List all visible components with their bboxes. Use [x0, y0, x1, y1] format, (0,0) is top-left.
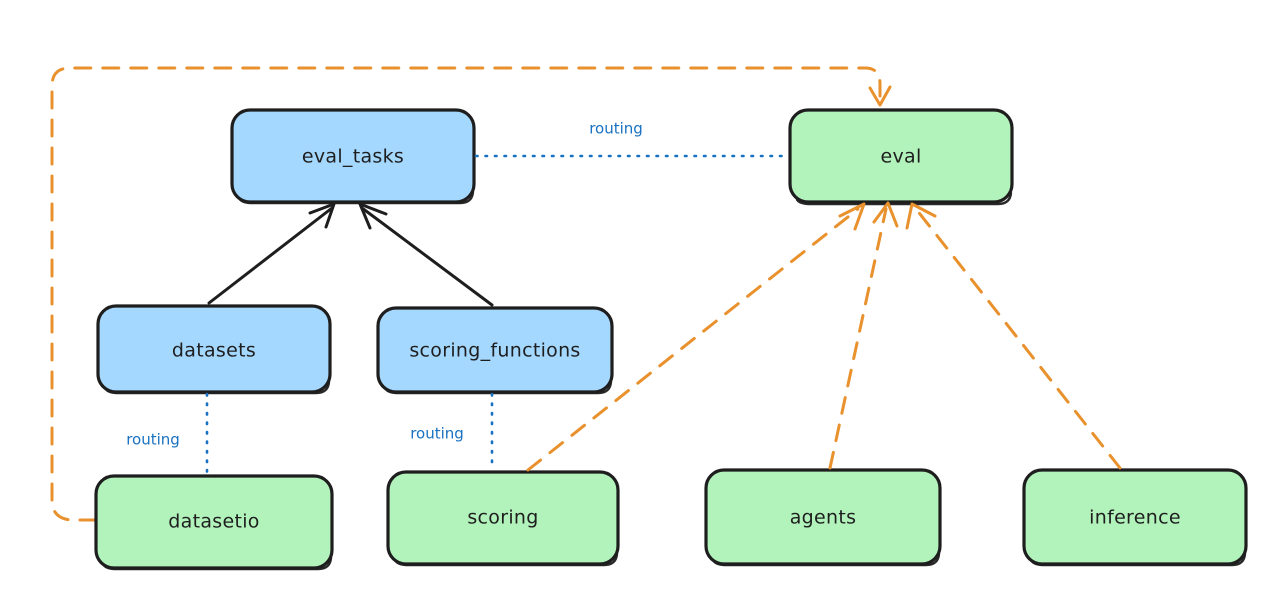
edge-scoring-to-eval [526, 202, 866, 472]
edge-datasets-to-eval-tasks [207, 202, 336, 305]
node-scoring-functions[interactable]: scoring_functions [376, 306, 614, 395]
node-eval-tasks-label: eval_tasks [302, 146, 404, 168]
edge-datasets-to-eval-tasks-path [207, 206, 334, 305]
node-datasets-box[interactable] [96, 304, 332, 394]
node-eval-label: eval [880, 146, 921, 168]
node-datasetio-label: datasetio [168, 511, 259, 533]
edge-datasetio-to-eval [50, 66, 892, 522]
node-eval[interactable]: eval [788, 108, 1014, 206]
node-agents[interactable]: agents [704, 468, 942, 567]
node-scoring-label: scoring [467, 507, 538, 529]
edge-eval-tasks-to-eval: routing [474, 120, 790, 158]
edge-inference-to-eval-path [914, 207, 1122, 470]
node-agents-box[interactable] [704, 468, 942, 566]
node-scoring-functions-box[interactable] [376, 306, 614, 394]
edge-label-routing-top: routing [589, 120, 643, 138]
node-inference[interactable]: inference [1022, 468, 1248, 567]
node-eval-tasks[interactable]: eval_tasks [230, 108, 476, 205]
node-inference-label: inference [1089, 507, 1181, 529]
edge-agents-to-eval-arrowhead [872, 201, 899, 228]
node-scoring-box[interactable] [386, 470, 620, 566]
node-scoring-functions-label: scoring_functions [409, 340, 580, 362]
edge-datasets-to-eval-tasks-arrowhead [308, 202, 336, 229]
node-eval-tasks-box[interactable] [230, 108, 476, 204]
node-datasetio[interactable]: datasetio [94, 474, 334, 571]
edge-scoring-to-eval-arrowhead [838, 202, 866, 231]
edge-scoring-functions-to-eval-tasks-arrowhead [358, 202, 388, 230]
edge-label-routing-scoringfn: routing [410, 425, 464, 443]
edge-datasetio-to-eval-path [50, 66, 882, 522]
edge-datasets-to-datasetio: routing [126, 392, 209, 476]
node-scoring[interactable]: scoring [386, 470, 620, 567]
edge-agents-to-eval-path [828, 207, 888, 470]
edge-scoring-functions-to-scoring: routing [410, 392, 494, 472]
edge-inference-to-eval-arrowhead [905, 202, 937, 230]
edge-label-routing-datasets: routing [126, 431, 180, 449]
edge-scoring-functions-to-eval-tasks-path [360, 206, 494, 307]
node-datasets[interactable]: datasets [96, 304, 332, 395]
edge-scoring-to-eval-path [526, 207, 860, 472]
edge-inference-to-eval [905, 202, 1122, 470]
edge-scoring-functions-to-eval-tasks [358, 202, 494, 307]
node-agents-label: agents [790, 507, 857, 529]
node-datasetio-box[interactable] [94, 474, 334, 570]
node-inference-box[interactable] [1022, 468, 1248, 566]
node-eval-box[interactable] [788, 108, 1014, 204]
node-datasets-label: datasets [172, 340, 256, 362]
edge-datasetio-to-eval-arrowhead [868, 85, 892, 107]
edge-agents-to-eval [828, 201, 899, 470]
